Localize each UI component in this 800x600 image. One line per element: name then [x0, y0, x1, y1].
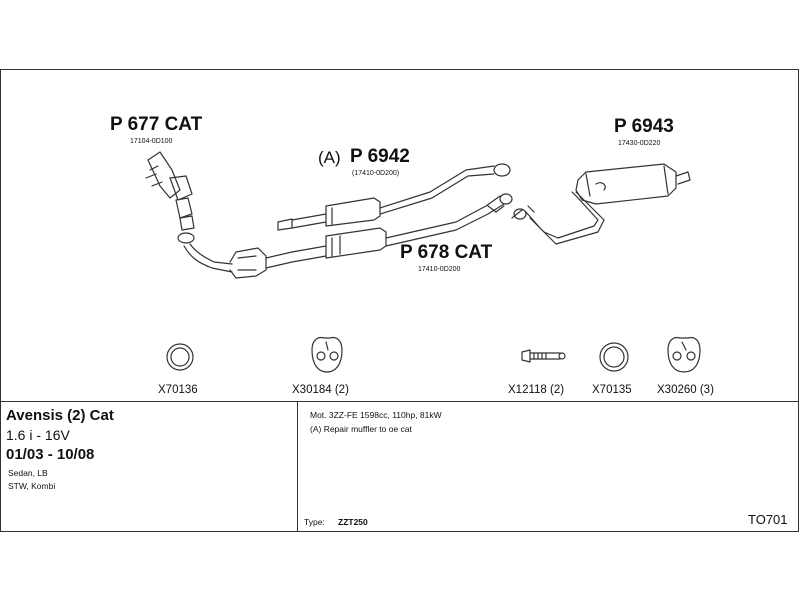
- accessory-label: X30184 (2): [292, 384, 349, 396]
- rubber-hanger-icon: [667, 336, 701, 373]
- rubber-hanger-icon: [311, 336, 343, 373]
- accessory-label: X30260 (3): [657, 384, 714, 396]
- vehicle-model: Avensis (2) Cat: [6, 407, 114, 424]
- rear-muffler-code: P 6943: [614, 116, 674, 137]
- type-label: Type:: [304, 517, 325, 527]
- ring-gasket-icon: [599, 342, 629, 372]
- front-manifold-catalyst: [145, 151, 293, 279]
- rear-muffler: [511, 163, 691, 245]
- vehicle-engine: 1.6 i - 16V: [6, 427, 70, 443]
- repair-muffler-pipe: [277, 163, 511, 231]
- diagram-code: TO701: [748, 512, 788, 527]
- middle-catalyst-pipe: [291, 193, 513, 263]
- vehicle-body-type: Sedan, LB: [8, 468, 48, 478]
- repair-muffler-prefix: (A): [318, 148, 341, 167]
- repair-muffler-number: (17410-0D200): [352, 170, 400, 177]
- diagram-frame: [0, 69, 799, 532]
- middle-cat-number: 17410-0D200: [418, 266, 461, 273]
- front-cat-number: 17104-0D100: [130, 138, 173, 145]
- table-divider-horizontal: [1, 401, 798, 402]
- front-cat-code: P 677 CAT: [110, 114, 203, 135]
- accessory-label: X70136: [158, 384, 198, 396]
- vehicle-body-type: STW, Kombi: [8, 481, 56, 491]
- table-divider-vertical: [297, 401, 298, 531]
- accessory-label: X12118 (2): [508, 384, 565, 396]
- vehicle-years: 01/03 - 10/08: [6, 446, 95, 463]
- repair-muffler-code: P 6942: [350, 146, 410, 167]
- type-value: ZZT250: [338, 517, 368, 527]
- bolt-icon: [521, 349, 566, 363]
- repair-note: (A) Repair muffler to oe cat: [310, 424, 412, 434]
- accessory-label: X70135: [592, 384, 632, 396]
- middle-cat-code: P 678 CAT: [400, 242, 493, 263]
- engine-note: Mot. 3ZZ-FE 1598cc, 110hp, 81kW: [310, 410, 442, 420]
- rear-muffler-number: 17430-0D220: [618, 140, 661, 147]
- ring-gasket-icon: [166, 343, 194, 371]
